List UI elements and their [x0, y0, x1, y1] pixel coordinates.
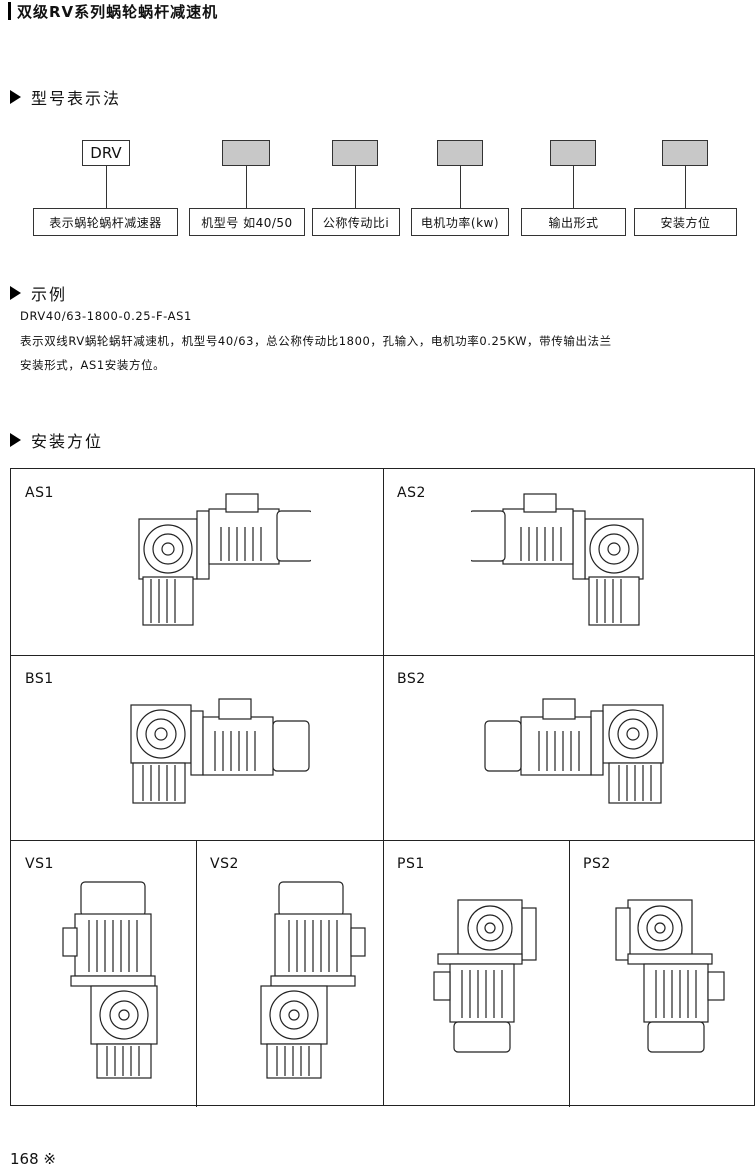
connector-line [573, 166, 574, 208]
triangle-bullet-icon [10, 433, 21, 447]
grid-divider [196, 840, 197, 1107]
grid-divider [383, 469, 384, 1105]
cell-vs2: VS2 [196, 840, 383, 1107]
position-label-bs2: BS2 [397, 671, 426, 687]
header-bar-mark [8, 2, 11, 20]
position-label-as2: AS2 [397, 485, 426, 501]
section-mounting-label: 安装方位 [31, 432, 104, 451]
gearmotor-bs2-drawing [484, 698, 664, 804]
connector-line [685, 166, 686, 208]
mounting-positions-grid: AS1 AS2 [10, 468, 756, 1107]
grid-divider [11, 655, 754, 656]
gearmotor-vs2-drawing [260, 881, 366, 1079]
cell-bs2: BS2 [383, 655, 756, 840]
position-label-as1: AS1 [25, 485, 54, 501]
model-code-power-box [437, 140, 483, 166]
model-code-ratio-box [332, 140, 378, 166]
model-code-output-box [550, 140, 596, 166]
page-header: 双级RV系列蜗轮蜗杆减速机 [8, 2, 219, 21]
section-example-label: 示例 [31, 285, 68, 304]
desc-mounting: 安装方位 [634, 208, 737, 236]
connector-line [106, 166, 107, 208]
grid-divider [569, 840, 570, 1107]
page-title: 双级RV系列蜗轮蜗杆减速机 [17, 2, 219, 21]
connector-line [460, 166, 461, 208]
section-mounting-heading: 安装方位 [10, 428, 103, 452]
cell-bs1: BS1 [11, 655, 383, 840]
cell-as2: AS2 [383, 469, 756, 655]
gearmotor-vs1-drawing [62, 881, 158, 1079]
section-example-heading: 示例 [10, 281, 67, 305]
triangle-bullet-icon [10, 90, 21, 104]
model-code-size-box [222, 140, 270, 166]
cell-vs1: VS1 [11, 840, 196, 1107]
desc-ratio: 公称传动比i [312, 208, 400, 236]
position-label-bs1: BS1 [25, 671, 54, 687]
desc-power: 电机功率(kw) [411, 208, 509, 236]
desc-size: 机型号 如40/50 [189, 208, 305, 236]
cell-as1: AS1 [11, 469, 383, 655]
connector-line [355, 166, 356, 208]
example-description-line1: 表示双线RV蜗轮蜗轩减速机，机型号40/63，总公称传动比1800，孔输入，电机… [20, 334, 612, 348]
model-code-mounting-box [662, 140, 708, 166]
position-label-ps1: PS1 [397, 856, 425, 872]
desc-output: 输出形式 [521, 208, 626, 236]
gearmotor-as2-drawing [471, 493, 644, 626]
position-label-vs1: VS1 [25, 856, 54, 872]
gearmotor-bs1-drawing [130, 698, 310, 804]
gearmotor-ps2-drawing [615, 899, 725, 1053]
triangle-bullet-icon [10, 286, 21, 300]
gearmotor-ps1-drawing [433, 899, 537, 1053]
example-code: DRV40/63-1800-0.25-F-AS1 [20, 309, 192, 323]
connector-line [246, 166, 247, 208]
cell-ps2: PS2 [569, 840, 756, 1107]
section-model-heading: 型号表示法 [10, 85, 121, 109]
position-label-ps2: PS2 [583, 856, 611, 872]
cell-ps1: PS1 [383, 840, 569, 1107]
grid-divider [11, 840, 754, 841]
gearmotor-as1-drawing [138, 493, 311, 626]
section-model-label: 型号表示法 [31, 89, 122, 108]
desc-reducer-type: 表示蜗轮蜗杆减速器 [33, 208, 178, 236]
model-code-prefix: DRV [82, 140, 130, 166]
example-description-line2: 安装形式，AS1安装方位。 [20, 358, 166, 372]
page-number: 168 ※ [10, 1150, 56, 1168]
position-label-vs2: VS2 [210, 856, 239, 872]
